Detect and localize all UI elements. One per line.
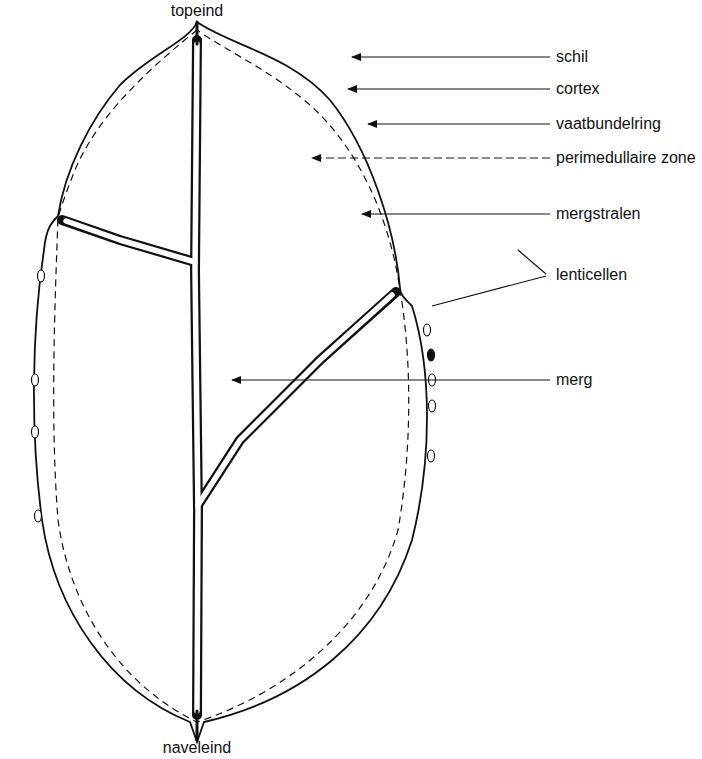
pith <box>62 22 396 740</box>
leader-lines <box>232 57 550 380</box>
end-label: topeind <box>171 2 224 20</box>
part-label: lenticellen <box>556 266 627 284</box>
vascular-ring <box>54 30 409 722</box>
part-label: cortex <box>556 80 600 98</box>
part-label: merg <box>556 371 592 389</box>
part-label: schil <box>556 48 588 66</box>
lenticels <box>32 270 436 522</box>
tuber-outline <box>34 22 427 742</box>
part-label: vaatbundelring <box>556 115 661 133</box>
part-label: mergstralen <box>556 205 640 223</box>
part-label: perimedullaire zone <box>556 149 696 167</box>
end-label: naveleind <box>163 739 232 757</box>
